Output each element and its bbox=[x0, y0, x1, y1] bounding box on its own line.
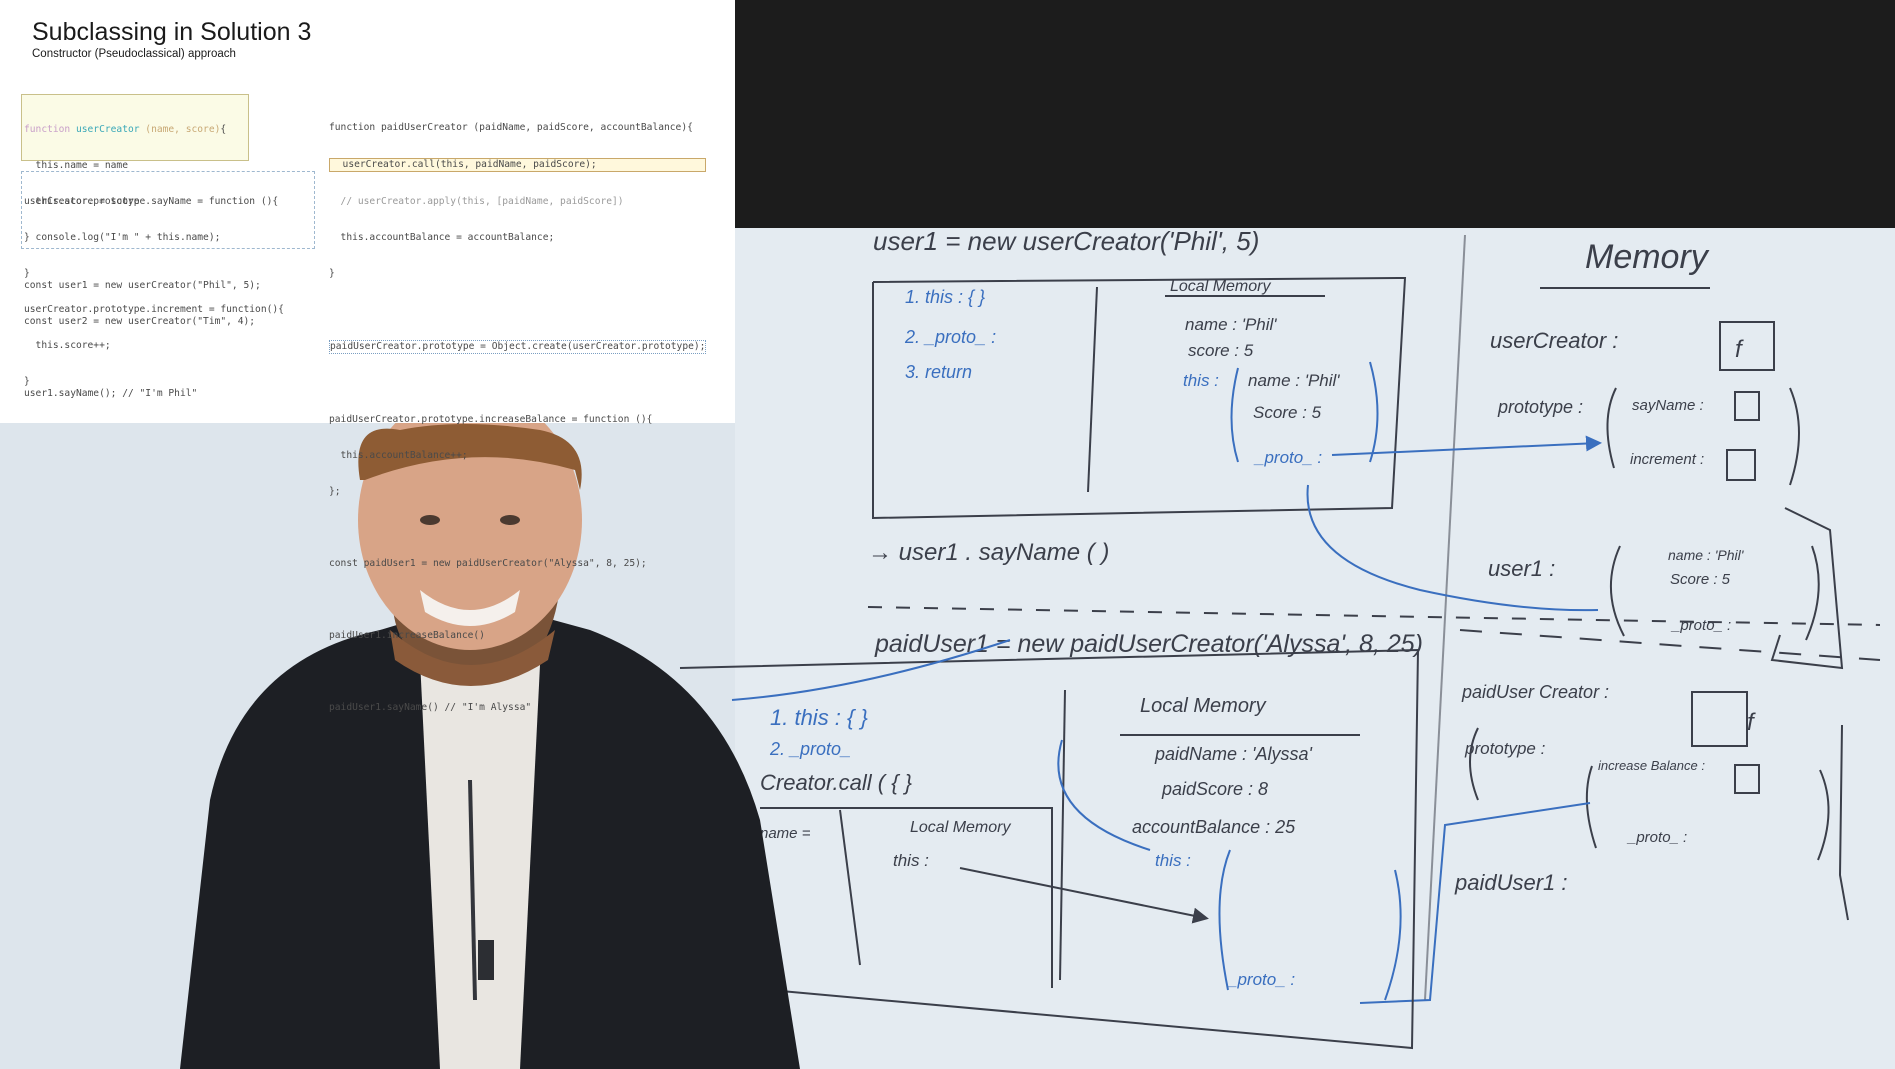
wb-inner-this: this : bbox=[893, 851, 929, 870]
code-line bbox=[329, 522, 706, 534]
code-line: paidUser1.sayName() // "I'm Alyssa" bbox=[329, 702, 532, 713]
code-line: user1.sayName(); // "I'm Phil" bbox=[24, 388, 198, 399]
wb-local1-obj-name: name : 'Phil' bbox=[1248, 371, 1340, 390]
code-paidusercreator: function paidUserCreator (paidName, paid… bbox=[329, 98, 707, 738]
wb-call-line: → user1 . sayName ( ) bbox=[868, 539, 1109, 566]
code-line: paidUser1.increaseBalance() bbox=[329, 630, 485, 641]
wb-local-memory-1: Local Memory bbox=[1170, 278, 1271, 295]
wb-mem-f-2: f bbox=[1747, 709, 1756, 736]
code-line: const user2 = new userCreator("Tim", 4); bbox=[24, 316, 256, 327]
code-line: const user1 = new userCreator("Phil", 5)… bbox=[24, 280, 261, 291]
code-prototype-methods: userCreator.prototype.sayName = function… bbox=[24, 172, 284, 412]
wb-local1-score: score : 5 bbox=[1188, 341, 1254, 360]
code-line: userCreator.prototype.sayName = function… bbox=[24, 196, 279, 207]
code-line bbox=[329, 304, 706, 316]
code-line bbox=[24, 352, 261, 364]
wb-mem-increment: increment : bbox=[1630, 451, 1704, 468]
code-line: } bbox=[329, 268, 335, 279]
wb-local2-paidname: paidName : 'Alyssa' bbox=[1154, 744, 1313, 764]
code-line: this.score = score bbox=[24, 196, 140, 207]
wb-local2-accountbalance: accountBalance : 25 bbox=[1132, 817, 1296, 837]
code-line: } bbox=[24, 232, 30, 243]
wb-step2-2: 2. _proto_ bbox=[769, 739, 851, 759]
wb-mem-paiduser1: paidUser1 : bbox=[1454, 870, 1568, 895]
wb-mem-increasebalance: increase Balance : bbox=[1598, 758, 1705, 773]
code-line: this.name = name bbox=[24, 160, 128, 171]
wb-step-1: 1. this : { } bbox=[905, 287, 985, 307]
wb-local1-obj-proto: _proto_ : bbox=[1253, 448, 1322, 467]
wb-mem-f-1: f bbox=[1735, 336, 1744, 363]
code-box-usercreator bbox=[21, 94, 249, 161]
code-line: userCreator.prototype.increment = functi… bbox=[24, 304, 284, 315]
code-box-prototype-methods bbox=[21, 171, 315, 249]
code-line: this.score++; bbox=[24, 340, 111, 351]
wb-paid-line: paidUser1 = new paidUserCreator('Alyssa'… bbox=[874, 630, 1423, 658]
execution-context-box-1 bbox=[872, 276, 1407, 520]
wb-local2-paidscore: paidScore : 8 bbox=[1161, 779, 1268, 799]
wb-local2-this: this : bbox=[1155, 851, 1191, 870]
wb-mem-usercreator: userCreator : bbox=[1490, 328, 1618, 353]
wb-inner-local: Local Memory bbox=[910, 819, 1011, 836]
wb-top-line: user1 = new userCreator('Phil', 5) bbox=[873, 226, 1259, 256]
code-line: const paidUser1 = new paidUserCreator("A… bbox=[329, 558, 647, 569]
code-usercreator: function userCreator (name, score){ this… bbox=[24, 124, 227, 243]
code-line bbox=[329, 594, 706, 606]
slide-panel: Subclassing in Solution 3 Constructor (P… bbox=[0, 0, 735, 713]
wb-step2-1: 1. this : { } bbox=[770, 705, 868, 730]
code-line: function paidUserCreator (paidName, paid… bbox=[329, 122, 693, 133]
code-line-call-highlight: userCreator.call(this, paidName, paidSco… bbox=[329, 158, 707, 172]
wb-mem-paid-proto: _proto_ : bbox=[1626, 829, 1687, 846]
wb-mem-paidusercreator: paidUser Creator : bbox=[1461, 682, 1609, 702]
code-line-object-create: paidUserCreator.prototype = Object.creat… bbox=[329, 340, 707, 354]
wb-local1-name: name : 'Phil' bbox=[1185, 315, 1277, 334]
wb-mem-user1-proto: _proto_ : bbox=[1670, 617, 1731, 634]
code-line: this.accountBalance = accountBalance; bbox=[329, 232, 555, 243]
wb-mem-user1: user1 : bbox=[1488, 556, 1555, 581]
wb-step2-3: Creator.call ( { } bbox=[760, 770, 913, 795]
code-line: this.accountBalance++; bbox=[329, 450, 468, 461]
wb-local1-this: this : bbox=[1183, 371, 1219, 390]
code-line: }; bbox=[329, 486, 341, 497]
wb-memory-label: Memory bbox=[1585, 238, 1710, 276]
slide-title: Subclassing in Solution 3 bbox=[32, 18, 312, 46]
wb-inner-name: name = bbox=[760, 825, 811, 842]
wb-local1-obj-score: Score : 5 bbox=[1253, 403, 1322, 422]
code-line bbox=[329, 378, 706, 390]
code-line: paidUserCreator.prototype.increaseBalanc… bbox=[329, 414, 653, 425]
wb-local2-proto: _proto_ : bbox=[1226, 970, 1295, 989]
code-line: } bbox=[24, 376, 30, 387]
code-line: console.log("I'm " + this.name); bbox=[24, 232, 221, 243]
code-line bbox=[329, 666, 706, 678]
code-user-instances: const user1 = new userCreator("Phil", 5)… bbox=[24, 256, 261, 424]
wb-mem-sayname: sayName : bbox=[1632, 397, 1704, 414]
wb-mem-prototype: prototype : bbox=[1497, 397, 1583, 417]
wb-step-2: 2. _proto_ : bbox=[904, 327, 996, 347]
presenter bbox=[180, 390, 800, 1069]
wb-mem-user1-score: Score : 5 bbox=[1670, 571, 1731, 588]
code-line: } bbox=[24, 268, 30, 279]
slide-subtitle: Constructor (Pseudoclassical) approach bbox=[32, 48, 236, 60]
wb-step-3: 3. return bbox=[905, 362, 972, 382]
wb-local-memory-2: Local Memory bbox=[1140, 695, 1267, 717]
code-line-comment: // userCreator.apply(this, [paidName, pa… bbox=[329, 196, 624, 207]
wb-mem-user1-name: name : 'Phil' bbox=[1668, 547, 1745, 563]
wb-mem-paid-prototype: prototype : bbox=[1464, 739, 1546, 758]
